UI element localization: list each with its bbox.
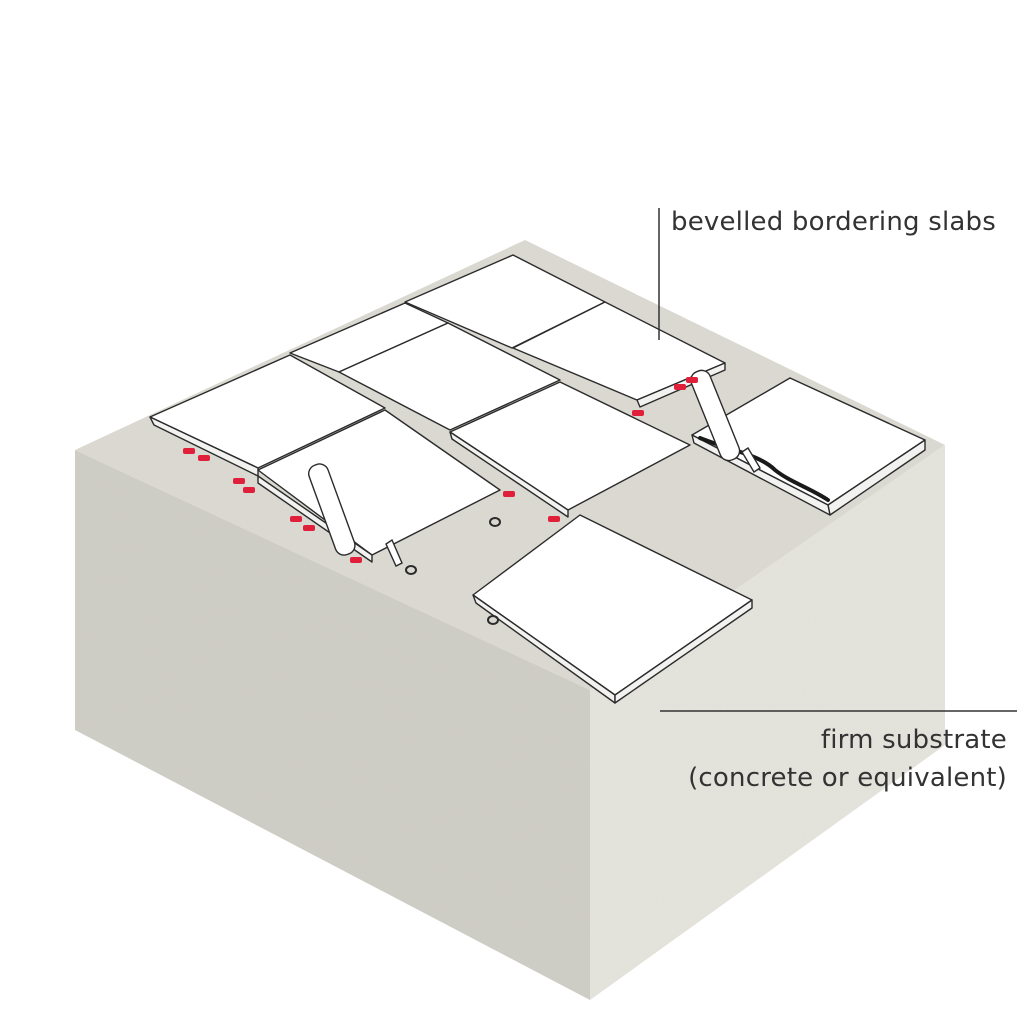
- sealant-gun-left: [308, 463, 403, 567]
- slab-grid: [149, 254, 926, 704]
- substrate-sublabel: (concrete or equivalent): [688, 763, 1007, 793]
- fixing-rings: [405, 517, 501, 625]
- sealant-gun-right: [690, 369, 761, 473]
- slab: [338, 322, 561, 431]
- substrate-label: firm substrate: [820, 725, 1007, 755]
- slabs-label: bevelled bordering slabs: [671, 207, 996, 237]
- connectors: [183, 377, 698, 563]
